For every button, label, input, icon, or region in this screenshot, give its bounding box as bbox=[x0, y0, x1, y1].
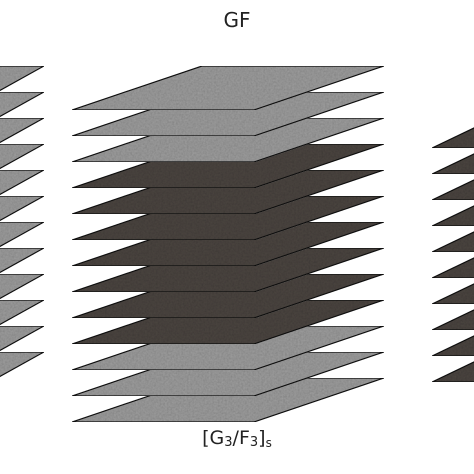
dark-layer bbox=[431, 179, 474, 201]
light-layer bbox=[71, 325, 385, 371]
caption-open: [G bbox=[202, 427, 225, 449]
dark-layer bbox=[71, 247, 385, 293]
dark-layer bbox=[431, 153, 474, 175]
dark-layer bbox=[431, 231, 474, 253]
caption-f-subscript: 3 bbox=[249, 435, 259, 451]
light-layer bbox=[71, 377, 385, 423]
light-layer bbox=[0, 273, 47, 300]
caption-g-subscript: 3 bbox=[224, 435, 233, 451]
dark-layer bbox=[71, 195, 385, 241]
dark-layer bbox=[431, 335, 474, 357]
caption-s-subscript: s bbox=[265, 435, 272, 450]
dark-layer bbox=[431, 283, 474, 305]
stacks-group bbox=[0, 65, 474, 423]
caption-close: ] bbox=[258, 427, 266, 449]
dark-layer bbox=[71, 221, 385, 267]
light-layer bbox=[0, 143, 47, 170]
light-layer bbox=[0, 299, 47, 326]
light-layer bbox=[0, 117, 47, 144]
light-layer bbox=[0, 351, 47, 378]
title-label: GF bbox=[223, 8, 251, 32]
dark-layer bbox=[431, 205, 474, 227]
light-layer bbox=[71, 117, 385, 163]
light-layer bbox=[71, 91, 385, 137]
dark-layer bbox=[431, 309, 474, 331]
dark-layer bbox=[71, 143, 385, 189]
light-layer bbox=[0, 65, 47, 92]
dark-layer bbox=[71, 169, 385, 215]
left-stack bbox=[0, 65, 47, 378]
light-layer bbox=[0, 221, 47, 248]
center-stack bbox=[71, 65, 385, 423]
caption-slash: /F bbox=[232, 427, 250, 449]
light-layer bbox=[0, 169, 47, 196]
dark-layer bbox=[71, 299, 385, 345]
right-stack bbox=[431, 127, 474, 383]
light-layer bbox=[0, 195, 47, 222]
light-layer bbox=[0, 247, 47, 274]
caption-label: [G3/F3]s bbox=[0, 427, 474, 451]
dark-layer bbox=[431, 257, 474, 279]
light-layer bbox=[71, 351, 385, 397]
dark-layer bbox=[431, 361, 474, 383]
dark-layer bbox=[431, 127, 474, 149]
light-layer bbox=[0, 91, 47, 118]
dark-layer bbox=[71, 273, 385, 319]
light-layer bbox=[0, 325, 47, 352]
light-layer bbox=[71, 65, 385, 111]
